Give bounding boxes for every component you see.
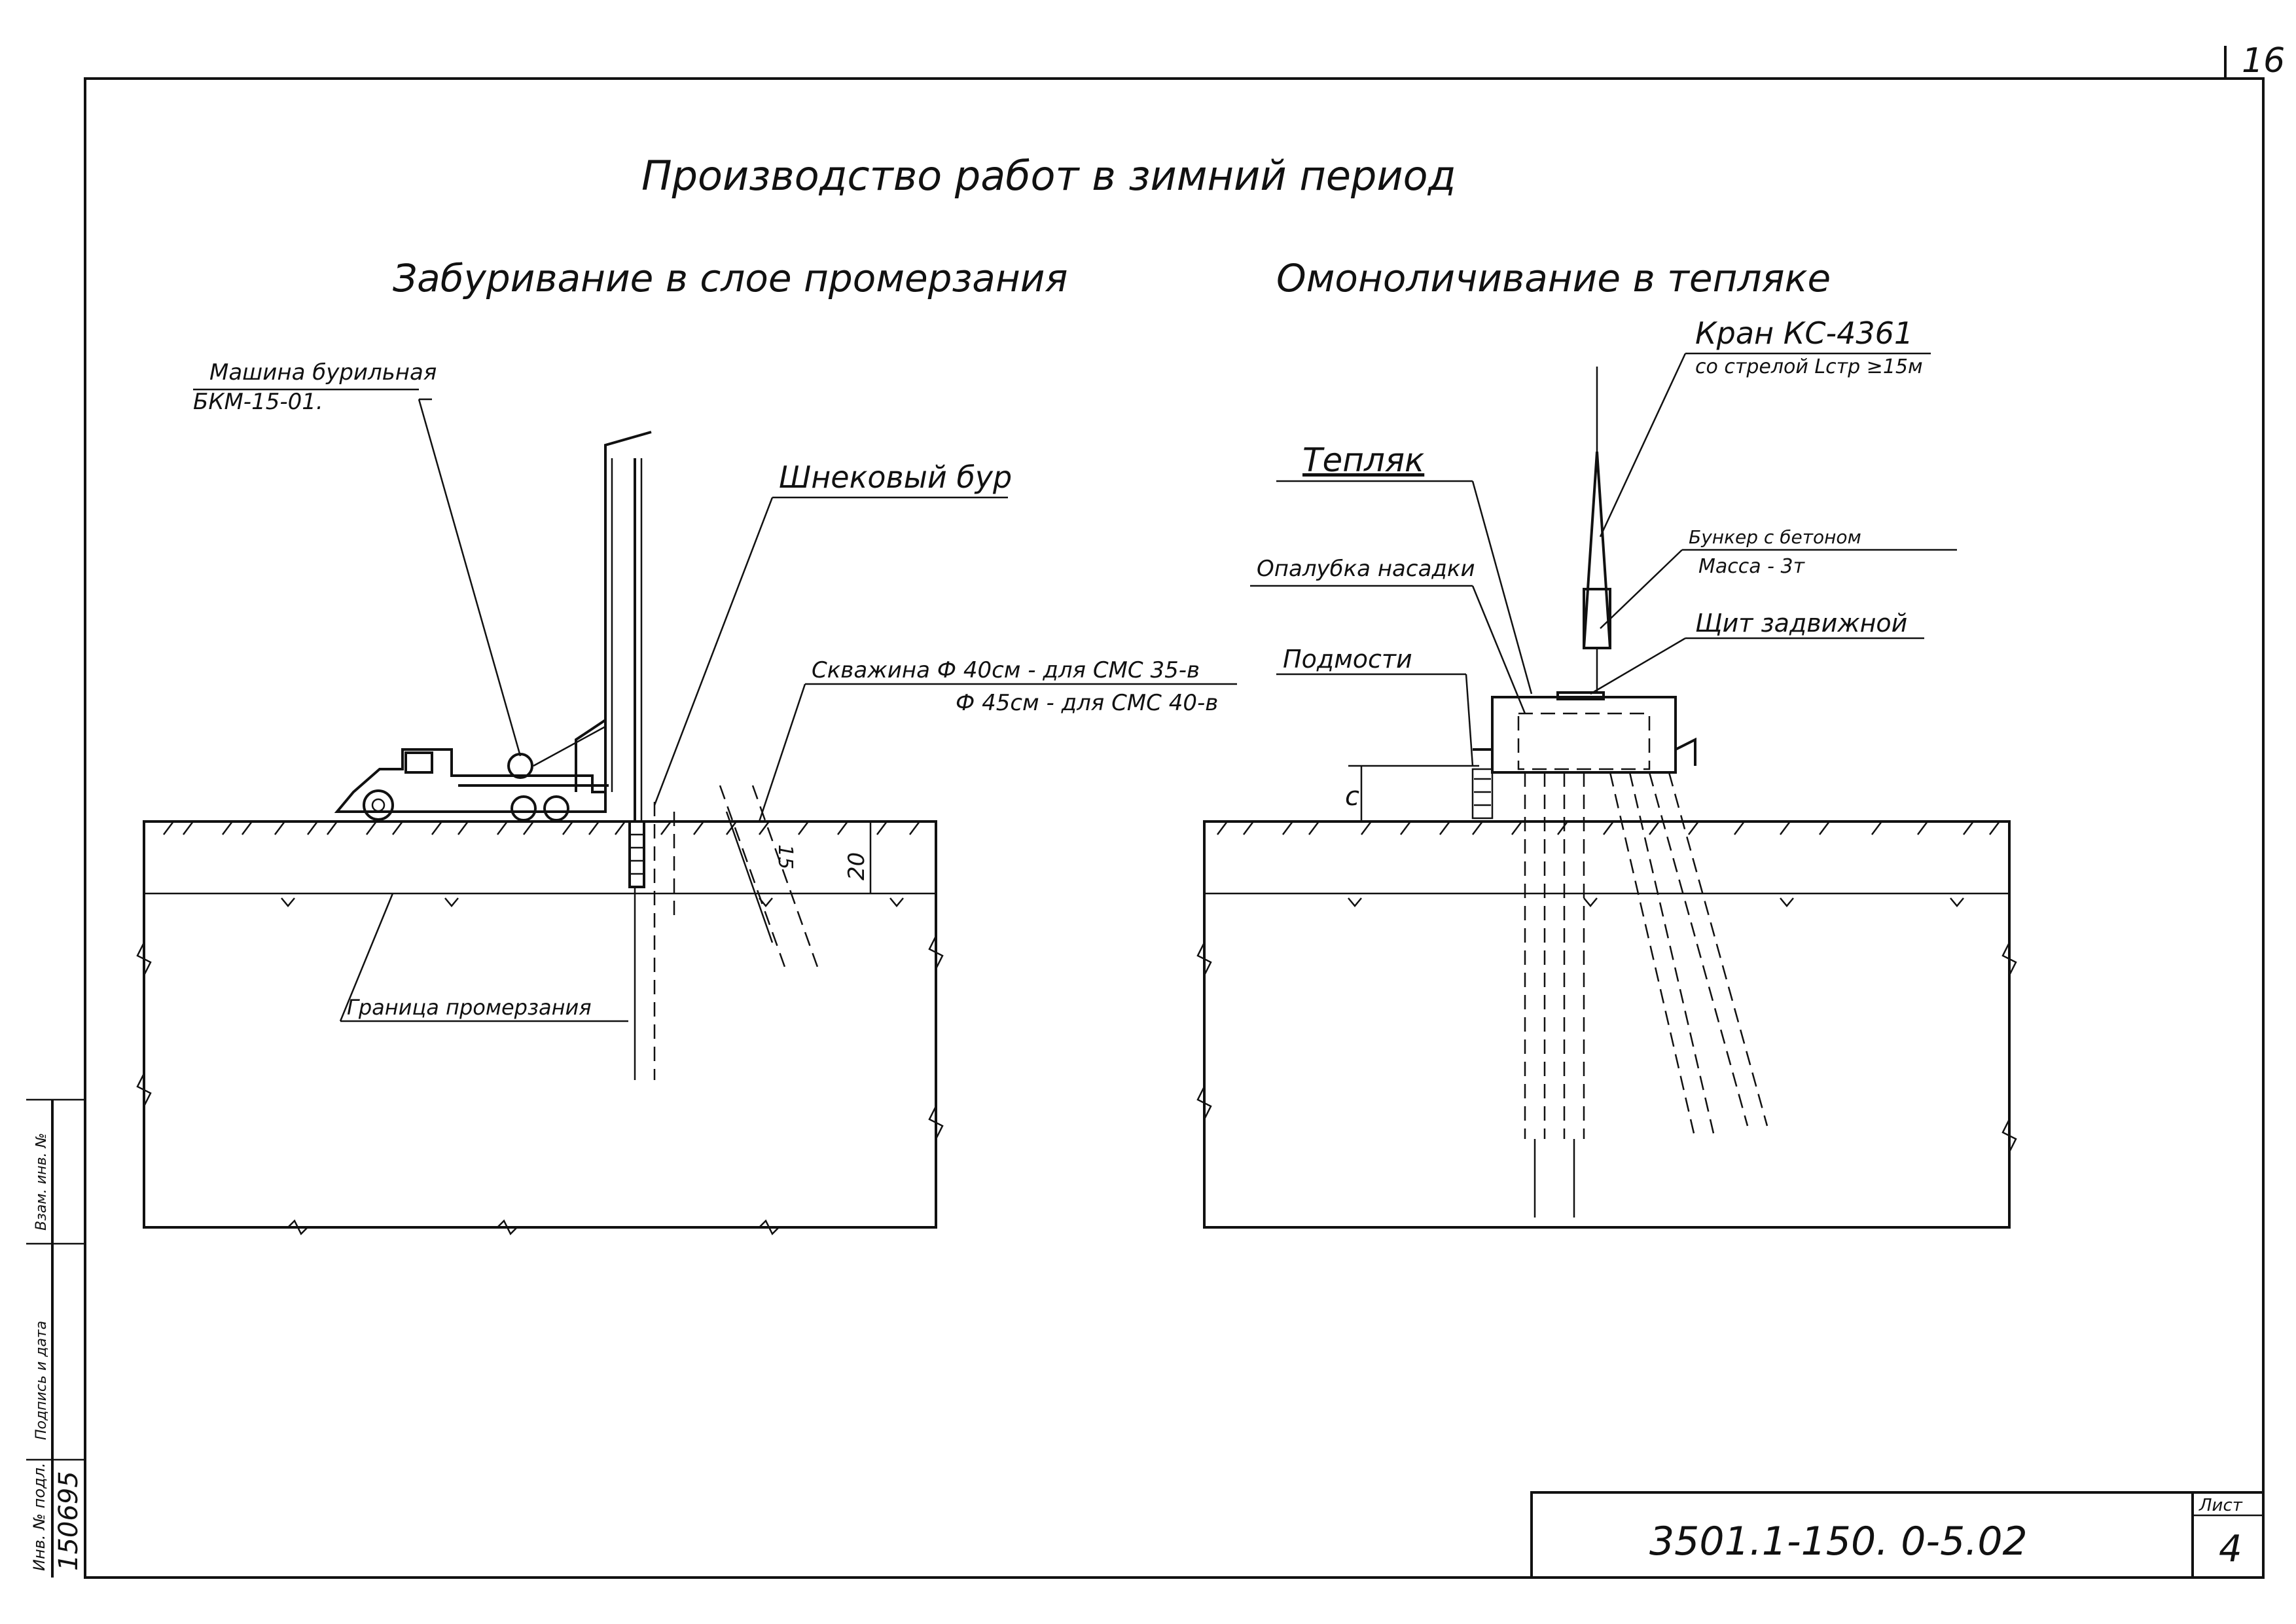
gate-label: Щит задвижной bbox=[1695, 609, 1907, 638]
crane-label-line2: со стрелой Lстр ≥15м bbox=[1695, 355, 1923, 378]
dim-20: 20 bbox=[844, 852, 870, 880]
auger-leader bbox=[653, 497, 774, 806]
bunker-leader bbox=[1600, 549, 1683, 629]
auger-label: Шнековый бур bbox=[779, 460, 1012, 495]
gate-leader bbox=[1590, 637, 1686, 695]
right-break-marks bbox=[1196, 942, 2017, 1153]
piles bbox=[1524, 772, 1768, 1218]
support-leader bbox=[1465, 674, 1474, 767]
margin-replace-label: Взам. инв. № bbox=[33, 1133, 50, 1231]
left-soil-block bbox=[143, 820, 937, 1229]
formwork-leader bbox=[1471, 585, 1526, 714]
sheet-frame bbox=[84, 77, 2265, 1579]
borehole-leader bbox=[758, 683, 806, 822]
right-soil-block bbox=[1203, 820, 2011, 1229]
left-break-marks bbox=[136, 935, 944, 1236]
support-label: Подмости bbox=[1283, 645, 1412, 674]
machine-leader bbox=[418, 399, 522, 757]
dim-15: 15 bbox=[774, 844, 797, 869]
borehole-label-line2: Ф 45см - для СМС 40-в bbox=[956, 690, 1218, 716]
bunker-label-line1: Бункер с бетоном bbox=[1689, 526, 1861, 548]
margin-inventory-label: Инв. № подл. bbox=[30, 1462, 48, 1571]
left-borehole bbox=[634, 802, 675, 1080]
machine-label-line2: БКМ-15-01. bbox=[193, 389, 323, 415]
crane-leader bbox=[1599, 353, 1687, 537]
sheet-number: 4 bbox=[2219, 1528, 2242, 1570]
formwork-label: Опалубка насадки bbox=[1257, 556, 1475, 582]
title-block bbox=[1530, 1491, 2265, 1579]
sheet-title: Производство работ в зимний период bbox=[641, 152, 1456, 200]
borehole-label-line1: Скважина Ф 40см - для СМС 35-в bbox=[812, 657, 1200, 683]
margin-signature-label: Подпись и дата bbox=[33, 1321, 50, 1440]
crane-label-line1: Кран КС-4361 bbox=[1695, 316, 1913, 351]
document-code: 3501.1-150. 0-5.02 bbox=[1649, 1519, 2028, 1564]
page-number: 16 bbox=[2242, 41, 2285, 81]
right-view-title: Омоноличивание в тепляке bbox=[1276, 256, 1831, 300]
greenhouse-leader bbox=[1471, 480, 1533, 695]
left-water-level-marks bbox=[281, 897, 904, 907]
dim-c: с bbox=[1345, 782, 1359, 812]
drilling-machine bbox=[334, 431, 652, 888]
sheet-label: Лист bbox=[2198, 1496, 2243, 1515]
left-ground-hatching bbox=[163, 821, 920, 835]
frost-boundary-label: Граница промерзания bbox=[347, 995, 592, 1020]
left-inclined-borehole bbox=[719, 785, 819, 969]
right-ground-hatching bbox=[1217, 821, 2000, 835]
greenhouse bbox=[1471, 691, 1696, 820]
bunker-label-line2: Масса - 3т bbox=[1698, 555, 1806, 578]
machine-label-line1: Машина бурильная bbox=[209, 359, 437, 386]
margin-inventory-number: 150695 bbox=[54, 1471, 84, 1571]
left-view-title: Забуривание в слое промерзания bbox=[393, 256, 1067, 300]
frost-leader bbox=[339, 893, 394, 1022]
crane-boom bbox=[1583, 367, 1611, 694]
greenhouse-label: Тепляк bbox=[1302, 441, 1424, 479]
right-water-level-marks bbox=[1348, 897, 1964, 907]
